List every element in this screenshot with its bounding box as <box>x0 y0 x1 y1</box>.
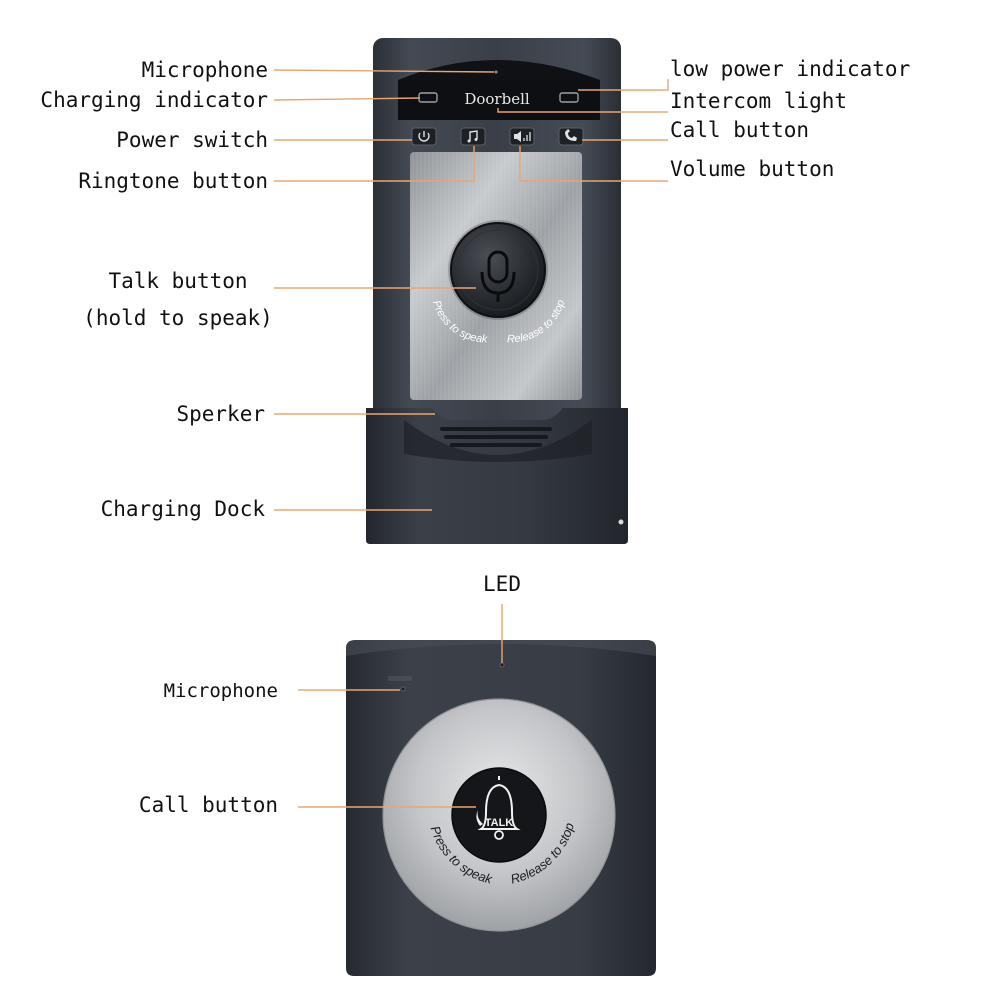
call-button[interactable] <box>558 127 584 146</box>
label-outdoor-microphone: Microphone <box>163 680 278 702</box>
label-low-power-indicator: low power indicator <box>670 57 911 81</box>
screen-doorbell-text: Doorbell <box>464 90 530 108</box>
label-outdoor-call-button: Call button <box>138 793 278 817</box>
talk-button[interactable] <box>448 220 548 320</box>
led-indicator <box>499 662 505 668</box>
outdoor-talk-text: TALK <box>485 817 514 829</box>
music-note-icon <box>467 130 478 143</box>
ringtone-button[interactable] <box>460 127 486 146</box>
phone-icon <box>565 129 577 141</box>
speaker-grille <box>440 427 552 447</box>
label-volume-button: Volume button <box>670 157 835 181</box>
label-microphone: Microphone <box>141 58 268 82</box>
power-icon <box>418 131 430 142</box>
label-ringtone-button: Ringtone button <box>78 169 268 193</box>
label-talk-button-hint: (hold to speak) <box>83 306 273 330</box>
bell-icon <box>476 776 521 840</box>
low-power-indicator-led <box>559 92 579 103</box>
outdoor-unit: TALK Press to speak Release to stop <box>346 640 656 976</box>
leader-lines <box>273 69 669 808</box>
label-speaker: Sperker <box>176 402 265 426</box>
label-charging-dock: Charging Dock <box>100 497 265 521</box>
indoor-unit: Doorbell <box>366 38 628 544</box>
label-power-switch: Power switch <box>116 128 268 152</box>
indoor-microphone-hole <box>494 70 498 74</box>
label-led: LED <box>483 572 521 596</box>
volume-icon <box>514 131 531 142</box>
label-intercom-light: Intercom light <box>670 89 848 113</box>
microphone-icon <box>480 250 516 302</box>
outdoor-call-button[interactable]: TALK <box>451 767 547 863</box>
label-charging-indicator: Charging indicator <box>40 88 268 112</box>
label-call-button: Call button <box>670 118 810 142</box>
power-switch-button[interactable] <box>411 127 437 146</box>
volume-button[interactable] <box>509 127 535 146</box>
outdoor-microphone-hole <box>400 686 406 692</box>
label-talk-button: Talk button <box>108 269 248 293</box>
